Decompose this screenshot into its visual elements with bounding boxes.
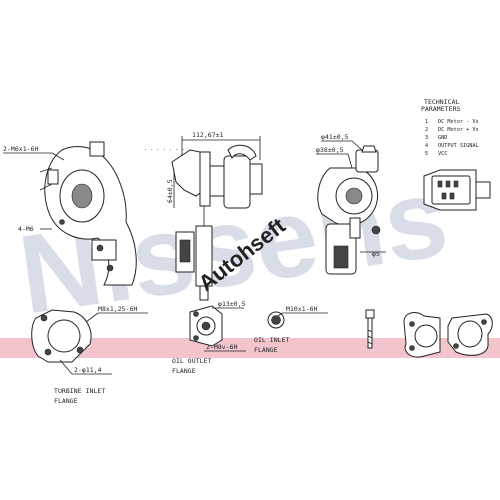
- oil-outlet-flange: [189, 305, 223, 347]
- turbine-label-2: FLANGE: [54, 397, 78, 405]
- dim-d38-label: φ38±0,5: [316, 146, 344, 154]
- tech-params-title-1: TECHNICAL: [424, 98, 460, 106]
- turbo-front-view: [171, 144, 263, 301]
- tech-params-title-2: PARAMETERS: [421, 105, 461, 113]
- dim-d13-label: φ13±0,5: [218, 300, 246, 308]
- dim-d41-label: φ41±0,5: [321, 133, 349, 141]
- tech-param-num-5: 5: [425, 151, 428, 157]
- tech-param-text-2: DC Motor + Vs: [438, 127, 479, 133]
- oil-inlet-label-2: FLANGE: [254, 346, 278, 354]
- bolts-left-label: 4-M6: [18, 225, 34, 233]
- oil-inlet-label-1: OIL INLET: [254, 336, 290, 344]
- tech-param-num-4: 4: [425, 143, 428, 149]
- thread-m8-label: M8x1,25-6H: [98, 305, 138, 313]
- center-small-note: . . . . . . .: [144, 146, 185, 152]
- tech-param-text-5: VCC: [438, 151, 447, 157]
- tech-param-num-2: 2: [425, 127, 428, 133]
- gasket-flange: [403, 312, 493, 358]
- turbo-actuator-view: [317, 145, 381, 275]
- connector-plug: [423, 169, 491, 211]
- turbo-side-view: [39, 141, 137, 286]
- oil-outlet-label-2: FLANGE: [172, 367, 196, 375]
- tech-param-num-3: 3: [425, 135, 428, 141]
- dim-d114-label: 2-φ11,4: [74, 366, 102, 374]
- oil-outlet-label-1: OIL OUTLET: [172, 357, 212, 365]
- dim-height-label: 64±0,5: [166, 179, 174, 203]
- oil-inlet-flange: [267, 311, 285, 329]
- tech-param-text-4: OUTPUT SIGNAL: [438, 143, 479, 149]
- thread-m10-label: M10x1-6H: [286, 305, 318, 313]
- tech-param-text-3: GND: [438, 135, 447, 141]
- bolt-part: [365, 309, 375, 349]
- tech-param-num-1: 1: [425, 119, 428, 125]
- tech-param-text-1: DC Motor - Vs: [438, 119, 479, 125]
- dim-width-label: 112,67±1: [192, 131, 224, 139]
- turbine-inlet-flange: [31, 309, 92, 363]
- dim-d5-label: φ5: [372, 250, 380, 258]
- thread-m8v-label: 2-M8v-6H: [206, 343, 238, 351]
- thread-left-label: 2-M6x1-6H: [3, 145, 39, 153]
- turbine-label-1: TURBINE INLET: [54, 387, 105, 395]
- accent-band: [0, 338, 500, 358]
